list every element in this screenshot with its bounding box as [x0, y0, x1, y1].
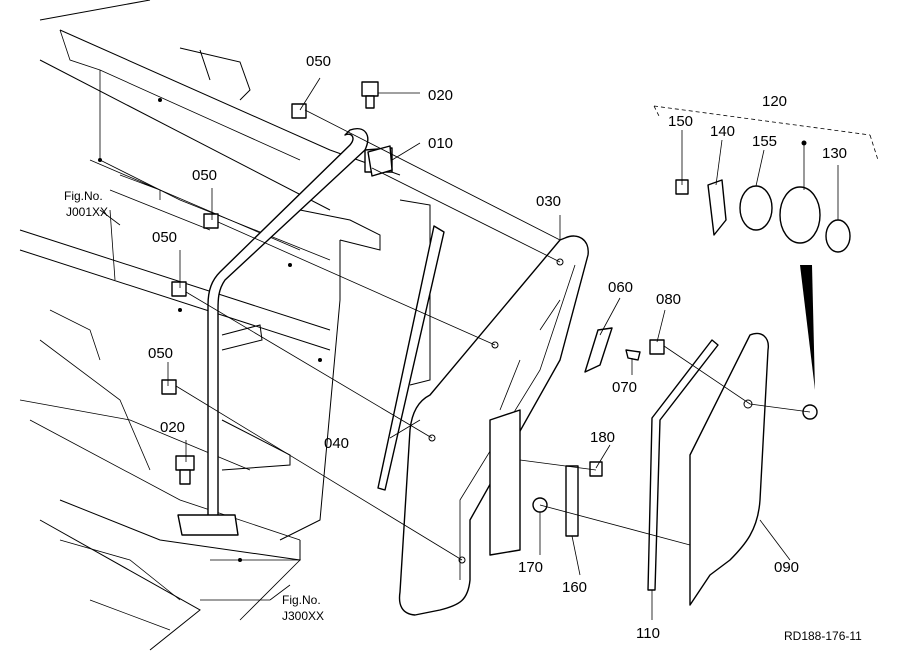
label-160: 160 — [562, 579, 587, 596]
part-labels: 050 020 010 050 050 050 020 030 040 060 … — [148, 53, 847, 642]
label-150: 150 — [668, 113, 693, 130]
figref-2-title: Fig.No. — [282, 593, 321, 607]
label-050-top: 050 — [306, 53, 331, 70]
figure-references: Fig.No. J001XX Fig.No. J300XX — [64, 189, 324, 623]
cover-090 — [689, 332, 769, 606]
figref-1-title: Fig.No. — [64, 189, 103, 203]
label-030: 030 — [536, 193, 561, 210]
leader-lines — [99, 77, 879, 620]
rod-040 — [377, 225, 445, 491]
handrail — [177, 128, 393, 536]
label-050-second: 050 — [192, 167, 217, 184]
label-090: 090 — [774, 559, 799, 576]
label-080: 080 — [656, 291, 681, 308]
label-140: 140 — [710, 123, 735, 140]
label-050-third: 050 — [152, 229, 177, 246]
label-060: 060 — [608, 279, 633, 296]
label-155: 155 — [752, 133, 777, 150]
label-110: 110 — [636, 625, 660, 642]
label-180: 180 — [590, 429, 615, 446]
label-020-lower: 020 — [160, 419, 185, 436]
side-panel-030 — [398, 235, 589, 616]
label-070: 070 — [612, 379, 637, 396]
figref-2-code: J300XX — [282, 609, 324, 623]
label-120: 120 — [762, 93, 787, 110]
hardware-parts — [161, 81, 851, 537]
label-130: 130 — [822, 145, 847, 162]
diagram-ref-code: RD188-176-11 — [784, 629, 862, 643]
seal-110 — [647, 339, 719, 591]
label-050-fourth: 050 — [148, 345, 173, 362]
label-170: 170 — [518, 559, 543, 576]
label-010: 010 — [428, 135, 453, 152]
label-020-top: 020 — [428, 87, 453, 104]
figref-1-code: J001XX — [66, 205, 108, 219]
label-040: 040 — [324, 435, 349, 452]
